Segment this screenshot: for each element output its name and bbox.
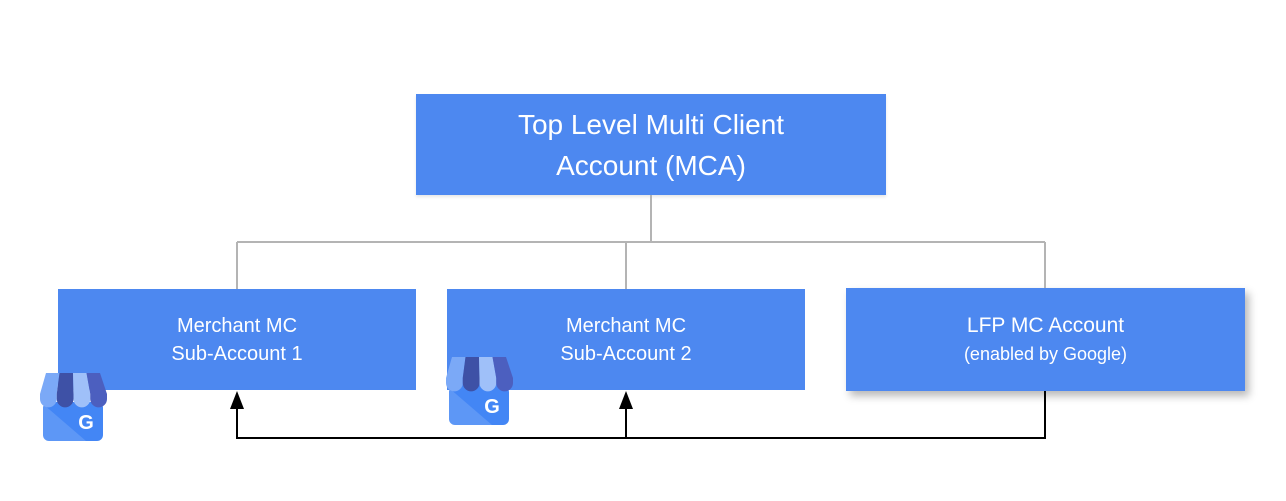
node-lfp-mc-account: LFP MC Account (enabled by Google) — [846, 288, 1245, 391]
node-label-line: Merchant MC — [565, 314, 687, 337]
awning-stripe — [56, 373, 74, 408]
google-g-letter: G — [484, 396, 500, 418]
node-top-level-mca: Top Level Multi Client Account (MCA) — [416, 94, 886, 195]
node-label-line: Merchant MC — [176, 314, 298, 337]
awning-stripe — [492, 357, 513, 392]
node-label-line: Sub-Account 2 — [560, 342, 692, 365]
storefront-fold — [43, 404, 86, 441]
awning-stripe — [86, 373, 107, 408]
node-label-line: LFP MC Account — [966, 313, 1125, 337]
awning-stripe — [40, 373, 60, 408]
node-label-line: Sub-Account 1 — [171, 342, 303, 365]
awning-stripe — [446, 357, 466, 392]
node-label-line: Top Level Multi Client — [517, 108, 785, 140]
tree-connector-lines — [236, 195, 1046, 289]
google-business-profile-icon: G — [40, 373, 107, 441]
awning-stripe — [73, 373, 91, 408]
google-g-letter: G — [78, 412, 94, 434]
awning-stripe — [479, 357, 497, 392]
arrowhead-to-sub-account-1 — [230, 391, 244, 409]
node-label-line: (enabled by Google) — [963, 343, 1128, 364]
feedback-connector-lines — [236, 391, 1046, 439]
arrowhead-to-sub-account-2 — [619, 391, 633, 409]
node-label-line: Account (MCA) — [556, 149, 746, 181]
awning-stripe — [462, 357, 480, 392]
storefront-body — [43, 402, 103, 441]
google-business-profile-icon: G — [446, 357, 513, 425]
node-merchant-sub-account-1: Merchant MC Sub-Account 1 — [58, 289, 416, 390]
